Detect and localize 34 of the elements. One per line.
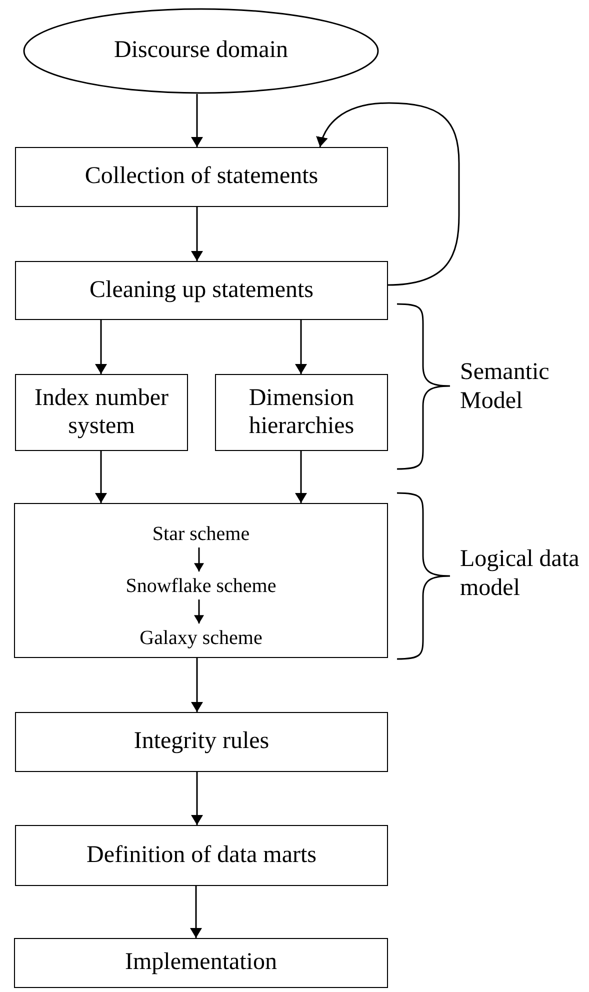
arrow [191,772,203,825]
process-box [15,147,388,207]
process-box [15,712,388,772]
node-label: Integrity rules [134,728,270,756]
terminal-ellipse [23,8,379,94]
node-label: Cleaning up statements [90,276,314,304]
arrow [95,451,107,503]
process-box [15,825,388,886]
scheme-label: Galaxy scheme [15,624,387,652]
node-label: Index number system [34,384,170,440]
arrow [295,451,307,503]
scheme-label: Snowflake scheme [15,572,387,600]
process-box [15,261,388,320]
node-label: Discourse domain [114,37,288,65]
process-box [215,374,388,451]
group-box [14,503,388,658]
arrow [316,102,460,286]
arrow [190,886,202,938]
arrow [191,207,203,261]
process-box [15,374,188,451]
arrow [191,94,203,147]
node-label: Dimension hierarchies [248,384,356,440]
node-label: Definition of data marts [86,842,316,870]
scheme-label: Star scheme [15,520,387,548]
arrow [194,600,204,624]
arrow [194,548,204,572]
node-label: Implementation [125,949,277,977]
arrow [191,658,203,712]
arrow [295,320,307,374]
bracket-label: Logical data model [460,545,580,603]
node-label: Collection of statements [84,163,318,191]
process-box [14,938,388,988]
bracket-label: Semantic Model [460,358,550,416]
arrow [95,320,107,374]
